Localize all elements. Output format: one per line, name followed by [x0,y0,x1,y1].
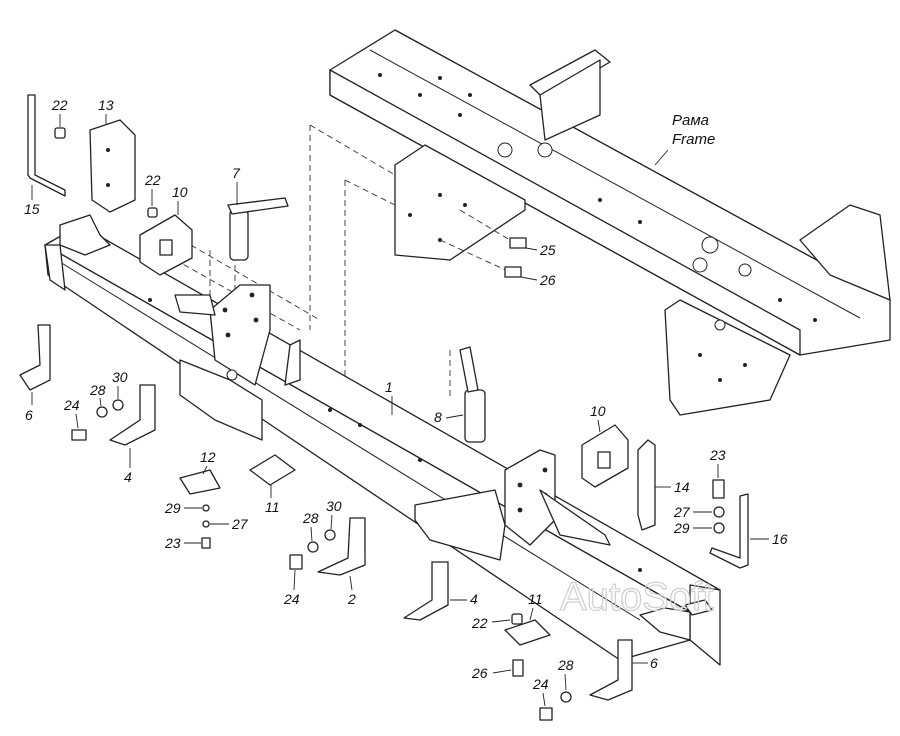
part-27-washer-b [713,506,725,518]
callout-15: 15 [24,201,40,217]
part-29-washer-a [202,504,210,512]
callout-7: 7 [232,165,241,181]
part-12-plate [179,469,221,495]
callout-11b: 11 [528,591,543,607]
part-13-bracket [89,119,136,213]
callout-26a: 26 [539,272,556,288]
callout-6a: 6 [25,407,33,423]
part-7-pin [227,197,289,261]
callout-29b: 29 [673,520,690,536]
part-11-plate-left [249,454,296,486]
part-15-l-bracket [27,94,66,197]
part-4-bracket-left [109,384,156,446]
part-30-washer-a [112,399,124,411]
callout-23b: 23 [709,447,726,463]
part-28-washer-b [307,541,319,553]
callout-10a: 10 [172,184,188,200]
part-24-bolt-c [539,707,553,721]
part-28-washer-a [96,406,108,418]
callout-8: 8 [434,409,442,425]
part-6-bracket-right [589,639,633,701]
part-30-washer-b [324,529,336,541]
part-14-bracket [637,439,656,531]
callout-28c: 28 [557,657,574,673]
callout-24a: 24 [63,397,80,413]
callout-6b: 6 [650,655,658,671]
part-2-bracket [317,517,366,576]
callout-29a: 29 [164,500,181,516]
part-22-nut-b [147,207,158,218]
callout-2: 2 [347,591,356,607]
part-27-washer-a [202,520,210,528]
part-24-bolt-b [289,554,303,570]
callout-22a: 22 [51,97,68,113]
callout-4a: 4 [124,469,132,485]
callout-16: 16 [772,531,788,547]
part-16-l-bracket [709,493,749,569]
callout-24c: 24 [532,676,549,692]
callout-22b: 22 [144,172,161,188]
part-11-plate-right [504,619,551,646]
callout-28a: 28 [89,382,106,398]
bumper-beam [44,214,721,666]
callout-24b: 24 [283,591,300,607]
callout-30b: 30 [326,498,342,514]
callout-25: 25 [539,242,556,258]
part-4-bracket-mid [403,561,449,621]
callout-4b: 4 [470,591,478,607]
callout-30a: 30 [112,369,128,385]
callout-14: 14 [674,479,690,495]
callout-28b: 28 [302,510,319,526]
frame-label-ru: Рама [672,112,709,129]
part-23-bolt-b [712,479,725,499]
callout-1: 1 [385,379,393,395]
part-6-bracket-left [19,324,51,391]
part-25-bolt [509,237,527,249]
frame-label-en: Frame [672,131,715,148]
part-23-bolt-a [201,537,211,549]
part-22-nut-c [511,613,523,625]
part-28-washer-c [560,691,572,703]
callout-11a: 11 [265,499,280,515]
callouts: 22 13 15 22 10 7 25 26 6 24 28 30 4 1 8 … [24,97,788,707]
part-24-bolt-a [71,429,87,441]
callout-22c: 22 [471,615,488,631]
callout-12: 12 [200,449,216,465]
vehicle-frame [329,29,891,416]
callout-27a: 27 [231,516,249,532]
part-26-bolt-b [512,659,524,677]
callout-27b: 27 [673,504,691,520]
callout-13: 13 [98,97,114,113]
part-26-bolt-a [504,266,522,278]
part-8-pin [459,346,486,443]
callout-26b: 26 [471,665,488,681]
callout-10b: 10 [590,403,606,419]
part-22-nut-a [54,127,66,139]
callout-23a: 23 [164,535,181,551]
watermark: AutoSoft [560,575,713,619]
part-29-washer-b [713,522,725,534]
